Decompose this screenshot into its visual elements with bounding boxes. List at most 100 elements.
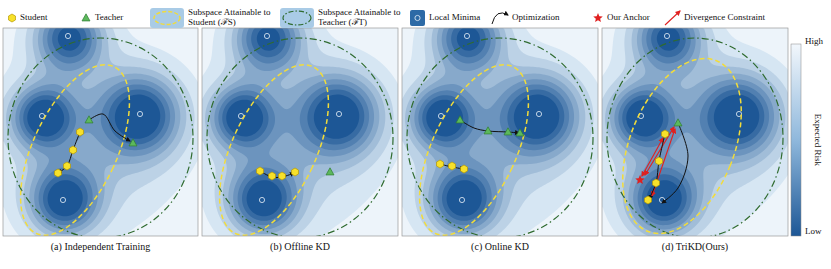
teacher-marker bbox=[456, 116, 464, 123]
risk-contour bbox=[6, 28, 186, 236]
risk-contour bbox=[210, 28, 379, 234]
legend-label: Our Anchor bbox=[607, 13, 650, 23]
student-marker bbox=[645, 196, 652, 204]
panel-border bbox=[202, 28, 398, 236]
panel-border bbox=[602, 28, 788, 236]
colorbar-label: High bbox=[805, 37, 823, 47]
student-subspace bbox=[3, 49, 152, 236]
panel-border bbox=[402, 28, 598, 236]
teacher-subspace bbox=[607, 38, 783, 236]
student-marker bbox=[55, 169, 62, 177]
risk-colorbar bbox=[791, 44, 801, 236]
risk-contour bbox=[614, 28, 774, 229]
legend-sample bbox=[283, 11, 311, 25]
local-minimum bbox=[336, 111, 341, 116]
teacher-marker bbox=[129, 139, 137, 146]
student-marker bbox=[662, 130, 669, 138]
risk-contour bbox=[622, 28, 764, 221]
student-marker bbox=[9, 14, 16, 22]
local-minimum bbox=[464, 33, 469, 38]
teacher-marker bbox=[504, 128, 512, 135]
risk-contour bbox=[3, 28, 198, 236]
legend-swatch bbox=[280, 8, 314, 28]
anchor-star bbox=[635, 175, 645, 184]
risk-contour bbox=[405, 28, 585, 236]
legend-label: Optimization bbox=[512, 13, 560, 23]
risk-contour bbox=[402, 28, 598, 236]
student-subspace bbox=[202, 49, 351, 236]
risk-contour bbox=[418, 28, 569, 225]
legend-sample bbox=[154, 12, 180, 25]
student-marker bbox=[461, 165, 468, 173]
risk-contour bbox=[610, 28, 779, 234]
risk-contour bbox=[19, 28, 170, 225]
teacher-subspace bbox=[207, 38, 393, 236]
legend-label: Subspace Attainable to Teacher (ℱT) bbox=[318, 8, 404, 28]
risk-contour bbox=[202, 28, 398, 236]
divergence-arrow bbox=[645, 127, 674, 175]
landscape-panel bbox=[599, 28, 792, 251]
legend-sample bbox=[415, 15, 420, 20]
student-marker bbox=[279, 172, 286, 180]
optimization-path bbox=[662, 123, 688, 203]
risk-contour bbox=[202, 28, 394, 236]
student-marker bbox=[269, 172, 276, 180]
student-subspace bbox=[402, 49, 551, 236]
student-marker bbox=[70, 146, 77, 154]
panel-node: (d) TriKD(Ours) bbox=[602, 28, 788, 266]
local-minimum bbox=[137, 111, 142, 116]
local-minimum bbox=[536, 111, 541, 116]
panel-caption: (b) Offline KD bbox=[202, 241, 398, 252]
optimization-path bbox=[89, 114, 130, 141]
colorbar-label: Low bbox=[805, 227, 822, 237]
panel-node: (b) Offline KD bbox=[202, 28, 398, 266]
student-marker bbox=[77, 128, 84, 136]
landscape-panel bbox=[397, 28, 602, 251]
legend-label: Local Minima bbox=[429, 13, 480, 23]
legend-label: Student bbox=[20, 13, 48, 23]
risk-contour bbox=[23, 28, 165, 221]
local-minimum bbox=[264, 33, 269, 38]
legend-swatch bbox=[410, 10, 425, 26]
legend-label: Teacher bbox=[95, 13, 123, 23]
panel-node: (a) Independent Training bbox=[3, 28, 198, 266]
risk-contour bbox=[626, 28, 759, 216]
risk-contour bbox=[422, 28, 564, 221]
teacher-marker bbox=[85, 116, 93, 123]
local-minimum bbox=[664, 33, 669, 38]
panel-caption: (c) Online KD bbox=[402, 241, 598, 252]
teacher-marker bbox=[326, 168, 334, 175]
student-subspace bbox=[602, 41, 765, 236]
local-minimum bbox=[459, 197, 464, 202]
landscape-panel bbox=[0, 28, 203, 251]
local-minimum bbox=[60, 197, 65, 202]
legend-label: Divergence Constraint bbox=[684, 13, 765, 23]
risk-contour bbox=[222, 28, 364, 221]
student-marker bbox=[257, 167, 264, 175]
risk-contour bbox=[11, 28, 180, 234]
student-marker bbox=[656, 157, 663, 165]
local-minimum bbox=[65, 33, 70, 38]
legend-label: Subspace Attainable to Student (ℱS) bbox=[188, 8, 274, 28]
teacher-marker bbox=[484, 127, 492, 134]
optimization-path bbox=[58, 132, 80, 173]
student-marker bbox=[292, 168, 299, 176]
optimization-path bbox=[260, 171, 294, 178]
teacher-marker bbox=[82, 14, 90, 21]
legend-sample bbox=[492, 13, 508, 24]
risk-contour bbox=[3, 28, 195, 236]
legend-samples bbox=[9, 8, 680, 28]
risk-contour bbox=[410, 28, 579, 234]
panel-caption: (d) TriKD(Ours) bbox=[602, 241, 788, 252]
teacher-marker bbox=[516, 129, 524, 136]
panel-border bbox=[3, 28, 198, 236]
risk-contour bbox=[205, 28, 385, 236]
panel-caption: (a) Independent Training bbox=[3, 241, 198, 252]
legend-sample bbox=[593, 13, 603, 22]
student-marker bbox=[449, 162, 456, 170]
risk-contour bbox=[402, 28, 594, 236]
landscape-panel bbox=[197, 28, 402, 251]
risk-contour bbox=[218, 28, 369, 225]
